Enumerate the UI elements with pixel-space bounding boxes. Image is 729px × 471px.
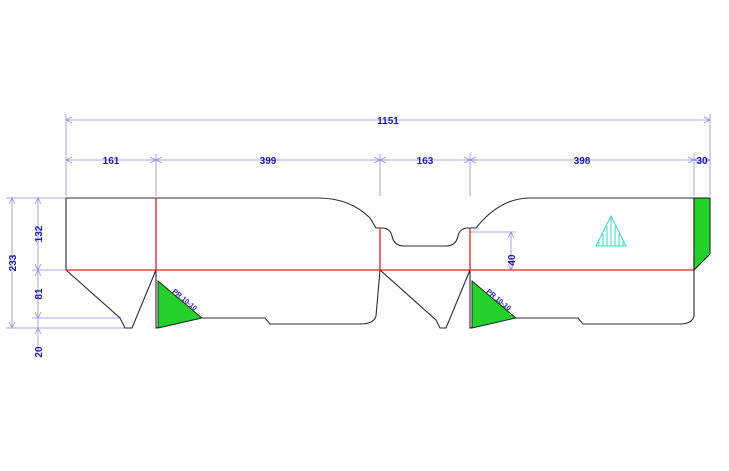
dimension-height-total-label: 233 <box>8 254 19 271</box>
dimension-glue-flap-label: 30 <box>696 156 708 167</box>
dimension-panel-row: 161 399 163 398 30 <box>65 154 711 196</box>
cut-outline <box>65 197 711 329</box>
dimension-height-extra-label: 20 <box>34 346 45 358</box>
dimension-panel-4-label: 398 <box>574 156 591 167</box>
grain-direction-marker <box>595 214 627 247</box>
dimension-notch-depth-label: 40 <box>507 254 518 266</box>
dimension-panel-3-label: 163 <box>417 156 434 167</box>
fold-lines <box>66 198 695 271</box>
glue-areas: PR 10-10 PR 10-10 <box>157 197 711 329</box>
dimension-notch-depth: 40 <box>470 231 518 271</box>
dimension-vertical: 233 132 81 20 <box>6 197 125 358</box>
dimension-panel-1-label: 161 <box>103 156 120 167</box>
dimension-height-bottom-label: 81 <box>34 288 45 300</box>
bottom-flap-4 <box>469 270 695 329</box>
dimension-panel-2-label: 399 <box>260 156 277 167</box>
glue-area-flap <box>693 197 711 272</box>
bottom-flap-2 <box>155 269 381 329</box>
bottom-flap-1 <box>65 269 157 329</box>
dimension-total-width-label: 1151 <box>377 116 399 127</box>
glue-area-left <box>157 280 203 329</box>
dimension-total-width: 1151 <box>65 114 711 196</box>
glue-area-right <box>471 280 517 329</box>
dimension-height-top-label: 132 <box>34 225 45 242</box>
top-cut-edge <box>66 197 694 247</box>
bottom-flap-3 <box>379 269 471 329</box>
